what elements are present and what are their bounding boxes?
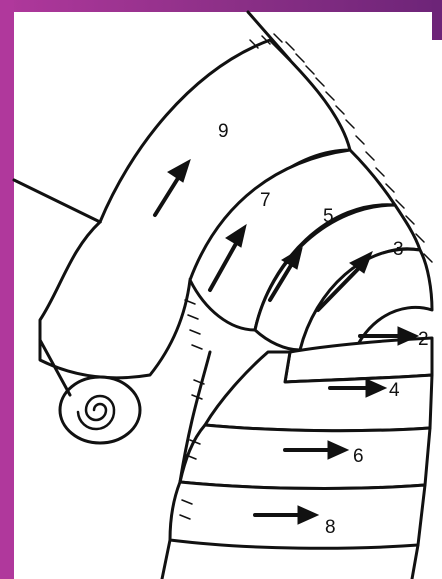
- step-label-9: 9: [218, 121, 229, 142]
- step-label-3: 3: [393, 239, 404, 260]
- step-label-4: 4: [389, 380, 400, 401]
- step-label-2: 2: [418, 329, 429, 350]
- step-label-8: 8: [325, 517, 336, 538]
- bandage-turn-6: [180, 425, 430, 488]
- thigh-outline: [14, 180, 100, 222]
- shin-right-outline: [412, 545, 418, 579]
- shin-left-outline: [162, 540, 170, 579]
- step-label-5: 5: [323, 206, 334, 227]
- step-label-6: 6: [353, 446, 364, 467]
- step-label-7: 7: [260, 190, 271, 211]
- bandage-roll: [60, 377, 140, 443]
